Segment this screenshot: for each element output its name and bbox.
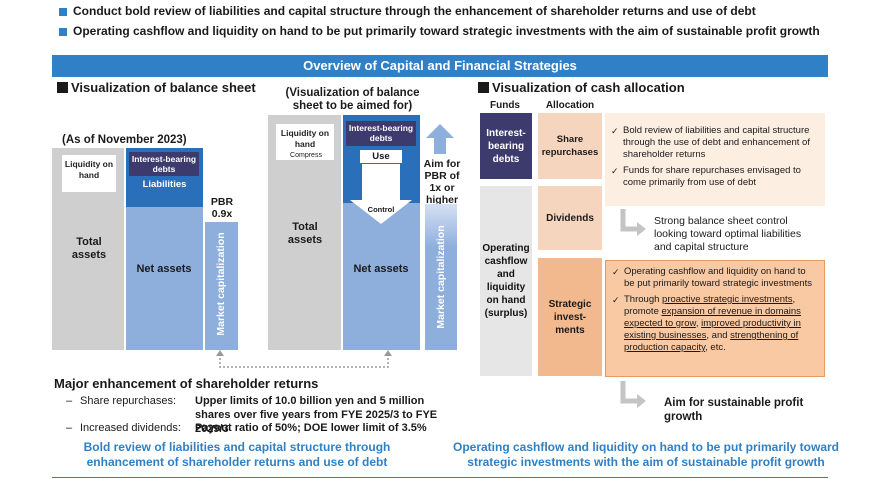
target-total-assets-label: Total assets <box>287 221 323 246</box>
target-net-assets-label: Net assets <box>353 263 409 275</box>
strategic-text: , and <box>706 330 731 341</box>
current-net-assets-bar <box>126 207 203 350</box>
growth-note: Aim for sustainable profit growth <box>664 397 804 423</box>
target-debts-box: Interest-bearing debts <box>346 121 416 146</box>
returns-label-2: Increased dividends: <box>80 422 181 434</box>
funds-column-header: Funds <box>490 100 520 111</box>
allocation-column-header: Allocation <box>545 100 595 111</box>
strategic-text: Through <box>624 294 663 305</box>
strategic-item-2: Through proactive strategic investments,… <box>612 294 818 354</box>
strategic-underlined-text: proactive strategic investments <box>662 294 793 305</box>
allocation-strategic-investments: Strategic invest-ments <box>538 258 602 376</box>
market-cap-connector <box>216 350 392 368</box>
share-item-2: Funds for share repurchases envisaged to… <box>611 165 819 189</box>
pbr-label: PBR 0.9x <box>210 196 234 220</box>
growth-elbow-arrow-icon <box>620 381 646 408</box>
returns-dash-1: – <box>66 395 73 407</box>
as-of-date: (As of November 2023) <box>62 134 187 146</box>
target-market-cap-label: Market capitalization <box>435 225 447 329</box>
balance-sheet-title-text: Visualization of balance sheet <box>71 80 256 95</box>
share-repurchases-description: Bold review of liabilities and capital s… <box>605 113 825 206</box>
control-label: Control <box>367 205 395 214</box>
strategic-item-1: Operating cashflow and liquidity on hand… <box>612 266 818 290</box>
current-market-cap-label: Market capitalization <box>215 232 227 336</box>
strategic-text: , promote <box>624 294 796 317</box>
target-liquidity-box: Liquidity on hand <box>276 124 334 160</box>
use-label: Use <box>360 150 402 163</box>
footer-right: Operating cashflow and liquidity on hand… <box>452 440 840 469</box>
bottom-divider <box>52 477 828 478</box>
footer-left: Bold review of liabilities and capital s… <box>83 440 391 469</box>
section-banner: Overview of Capital and Financial Strate… <box>52 55 828 77</box>
strategic-investments-description: Operating cashflow and liquidity on hand… <box>605 260 825 377</box>
aim-pbr-label: Aim for PBR of 1x or higher <box>423 158 461 206</box>
pbr-up-arrow-icon <box>426 124 454 154</box>
returns-label-1: Share repurchases: <box>80 395 176 407</box>
balance-elbow-arrow-icon <box>620 209 646 236</box>
current-debts-box: Interest-bearing debts <box>129 152 199 176</box>
share-item-1: Bold review of liabilities and capital s… <box>611 125 819 161</box>
balance-control-note: Strong balance sheet control looking tow… <box>654 215 802 253</box>
strategic-text: , <box>695 318 702 329</box>
strategic-underlined-text: expansion of revenue in domains expected… <box>624 306 801 329</box>
fund-interest-bearing-debts: Interest-bearing debts <box>480 113 532 179</box>
headline-bullet-icon <box>59 28 67 36</box>
target-caption: (Visualization of balance sheet to be ai… <box>285 87 420 112</box>
headline-bullet-1: Conduct bold review of liabilities and c… <box>73 4 756 18</box>
current-liquidity-box: Liquidity on hand <box>62 155 116 192</box>
returns-title: Major enhancement of shareholder returns <box>54 376 319 391</box>
target-net-assets-bar <box>343 203 420 350</box>
use-down-arrow-icon <box>350 164 412 224</box>
square-bullet-icon <box>478 82 489 93</box>
allocation-dividends: Dividends <box>538 186 602 250</box>
returns-value-1: Upper limits of 10.0 billion yen and 5 m… <box>195 395 438 435</box>
current-liabilities-label: Liabilities <box>142 179 187 190</box>
compress-label: Compress <box>290 152 322 159</box>
fund-operating-cashflow: Operating cashflow and liquidity on hand… <box>480 186 532 376</box>
cash-allocation-title-text: Visualization of cash allocation <box>492 80 685 95</box>
returns-value-2: Payout ratio of 50%; DOE lower limit of … <box>195 422 427 434</box>
strategic-text: , etc. <box>705 342 726 353</box>
target-market-cap-bar <box>425 204 457 350</box>
cash-allocation-title: Visualization of cash allocation <box>478 80 778 95</box>
strategic-underlined-text: strengthening of production capacity <box>624 330 799 353</box>
current-total-assets-label: Total assets <box>71 236 107 261</box>
square-bullet-icon <box>57 82 68 93</box>
strategic-underlined-text: improved productivity in existing busine… <box>624 318 801 341</box>
allocation-share-repurchases: Share repurchases <box>538 113 602 179</box>
returns-dash-2: – <box>66 422 73 434</box>
current-market-cap-bar <box>205 222 238 350</box>
balance-sheet-title: Visualization of balance sheet <box>57 80 357 95</box>
current-net-assets-label: Net assets <box>136 263 192 275</box>
headline-bullet-icon <box>59 8 67 16</box>
headline-bullet-2: Operating cashflow and liquidity on hand… <box>73 24 820 38</box>
